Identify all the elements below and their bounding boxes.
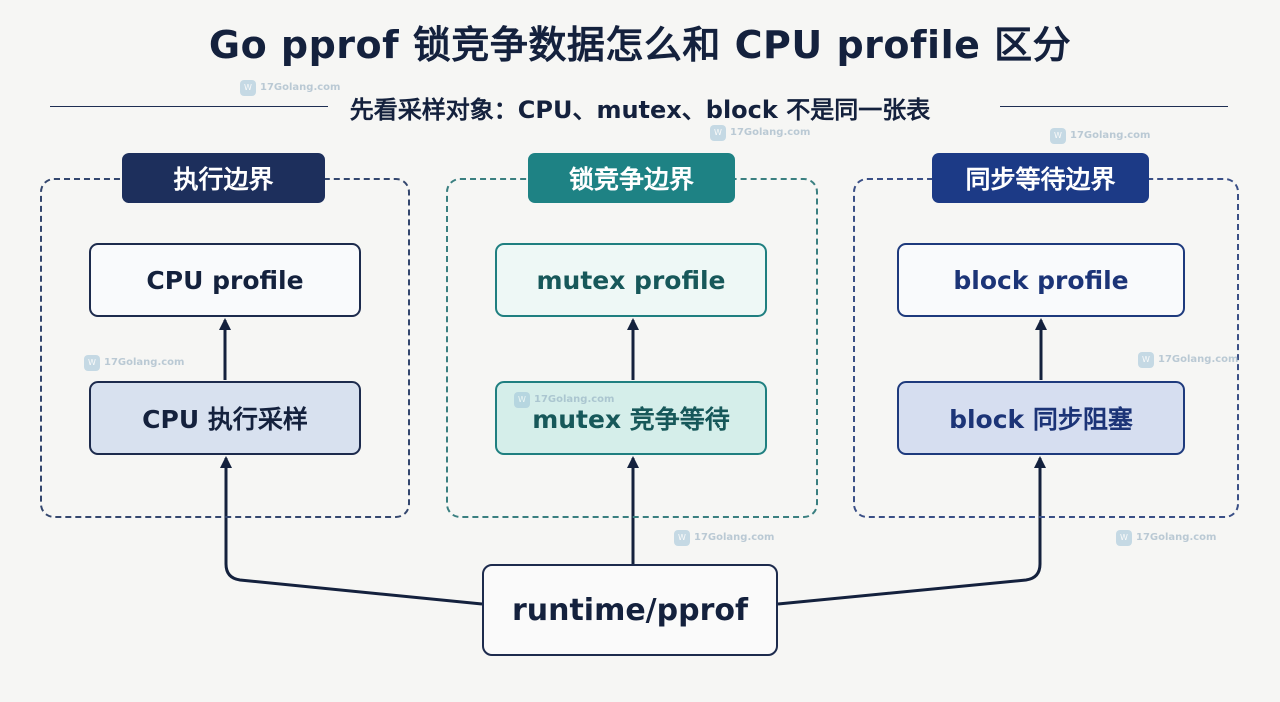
node-runtime-pprof: runtime/pprof bbox=[482, 564, 778, 656]
panel-sync-wait-boundary bbox=[853, 178, 1239, 518]
node-mutex-profile: mutex profile bbox=[495, 243, 767, 317]
arrow-root-to-cpu-sample bbox=[220, 456, 483, 606]
node-block-sync-blocking: block 同步阻塞 bbox=[897, 381, 1185, 455]
panel-tab-lock-contention: 锁竞争边界 bbox=[528, 153, 735, 203]
arrow-root-to-block-sample bbox=[777, 456, 1046, 606]
panel-execution-boundary bbox=[40, 178, 410, 518]
subtitle-rule-left bbox=[50, 106, 328, 107]
page-subtitle: 先看采样对象：CPU、mutex、block 不是同一张表 bbox=[349, 96, 931, 124]
panel-lock-contention-boundary bbox=[446, 178, 818, 518]
node-cpu-profile: CPU profile bbox=[89, 243, 361, 317]
subtitle-rule-right bbox=[1000, 106, 1228, 107]
panel-tab-execution: 执行边界 bbox=[122, 153, 325, 203]
node-cpu-sampling: CPU 执行采样 bbox=[89, 381, 361, 455]
page-title: Go pprof 锁竞争数据怎么和 CPU profile 区分 bbox=[208, 23, 1072, 67]
node-mutex-contention: mutex 竞争等待 bbox=[495, 381, 767, 455]
panel-tab-sync-wait: 同步等待边界 bbox=[932, 153, 1149, 203]
node-block-profile: block profile bbox=[897, 243, 1185, 317]
